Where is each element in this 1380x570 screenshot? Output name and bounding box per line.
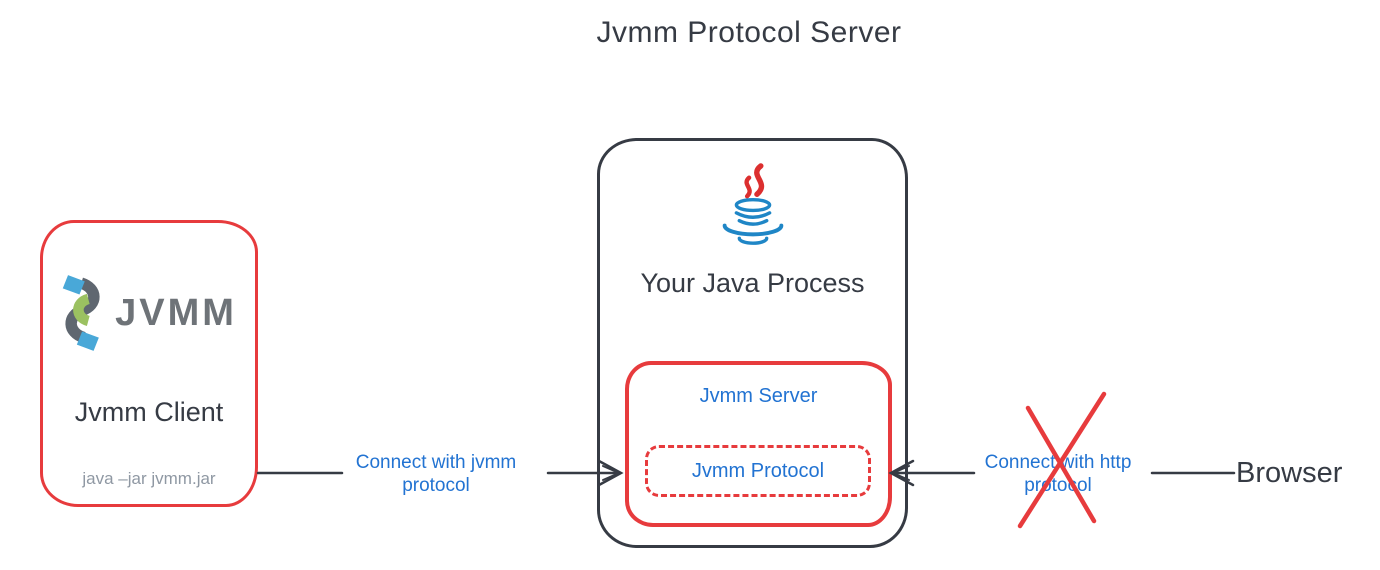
edge-label-line1: Connect with http xyxy=(984,452,1132,473)
client-box-command: java –jar jvmm.jar xyxy=(82,469,216,488)
server-box-title: Jvmm Server xyxy=(699,385,818,407)
edge-label-http-protocol: Connect with http protocol xyxy=(953,451,1163,497)
edge-label-line2: protocol xyxy=(1024,475,1092,496)
protocol-box-title: Jvmm Protocol xyxy=(691,459,825,482)
java-process-box: Your Java Process Jvmm Server Jvmm Proto… xyxy=(597,138,908,548)
jvmm-logo-text: JVMM xyxy=(115,291,237,334)
edge-label-line2: protocol xyxy=(402,475,470,496)
edge-label-line1: Connect with jvmm xyxy=(355,452,517,473)
jvmm-protocol-box: Jvmm Protocol xyxy=(645,445,871,497)
page-title: Jvmm Protocol Server xyxy=(596,16,902,49)
client-box-title: Jvmm Client xyxy=(74,397,224,427)
browser-label: Browser xyxy=(1236,457,1343,489)
jvmm-logo-icon xyxy=(62,275,100,351)
process-box-title: Your Java Process xyxy=(640,268,865,298)
jvmm-client-box: JVMM Jvmm Client java –jar jvmm.jar xyxy=(40,220,258,507)
java-cup-icon xyxy=(722,163,783,245)
jvmm-logo: JVMM xyxy=(43,273,255,353)
edge-label-jvmm-protocol: Connect with jvmm protocol xyxy=(331,451,541,497)
jvmm-server-box: Jvmm Server Jvmm Protocol xyxy=(625,361,892,527)
